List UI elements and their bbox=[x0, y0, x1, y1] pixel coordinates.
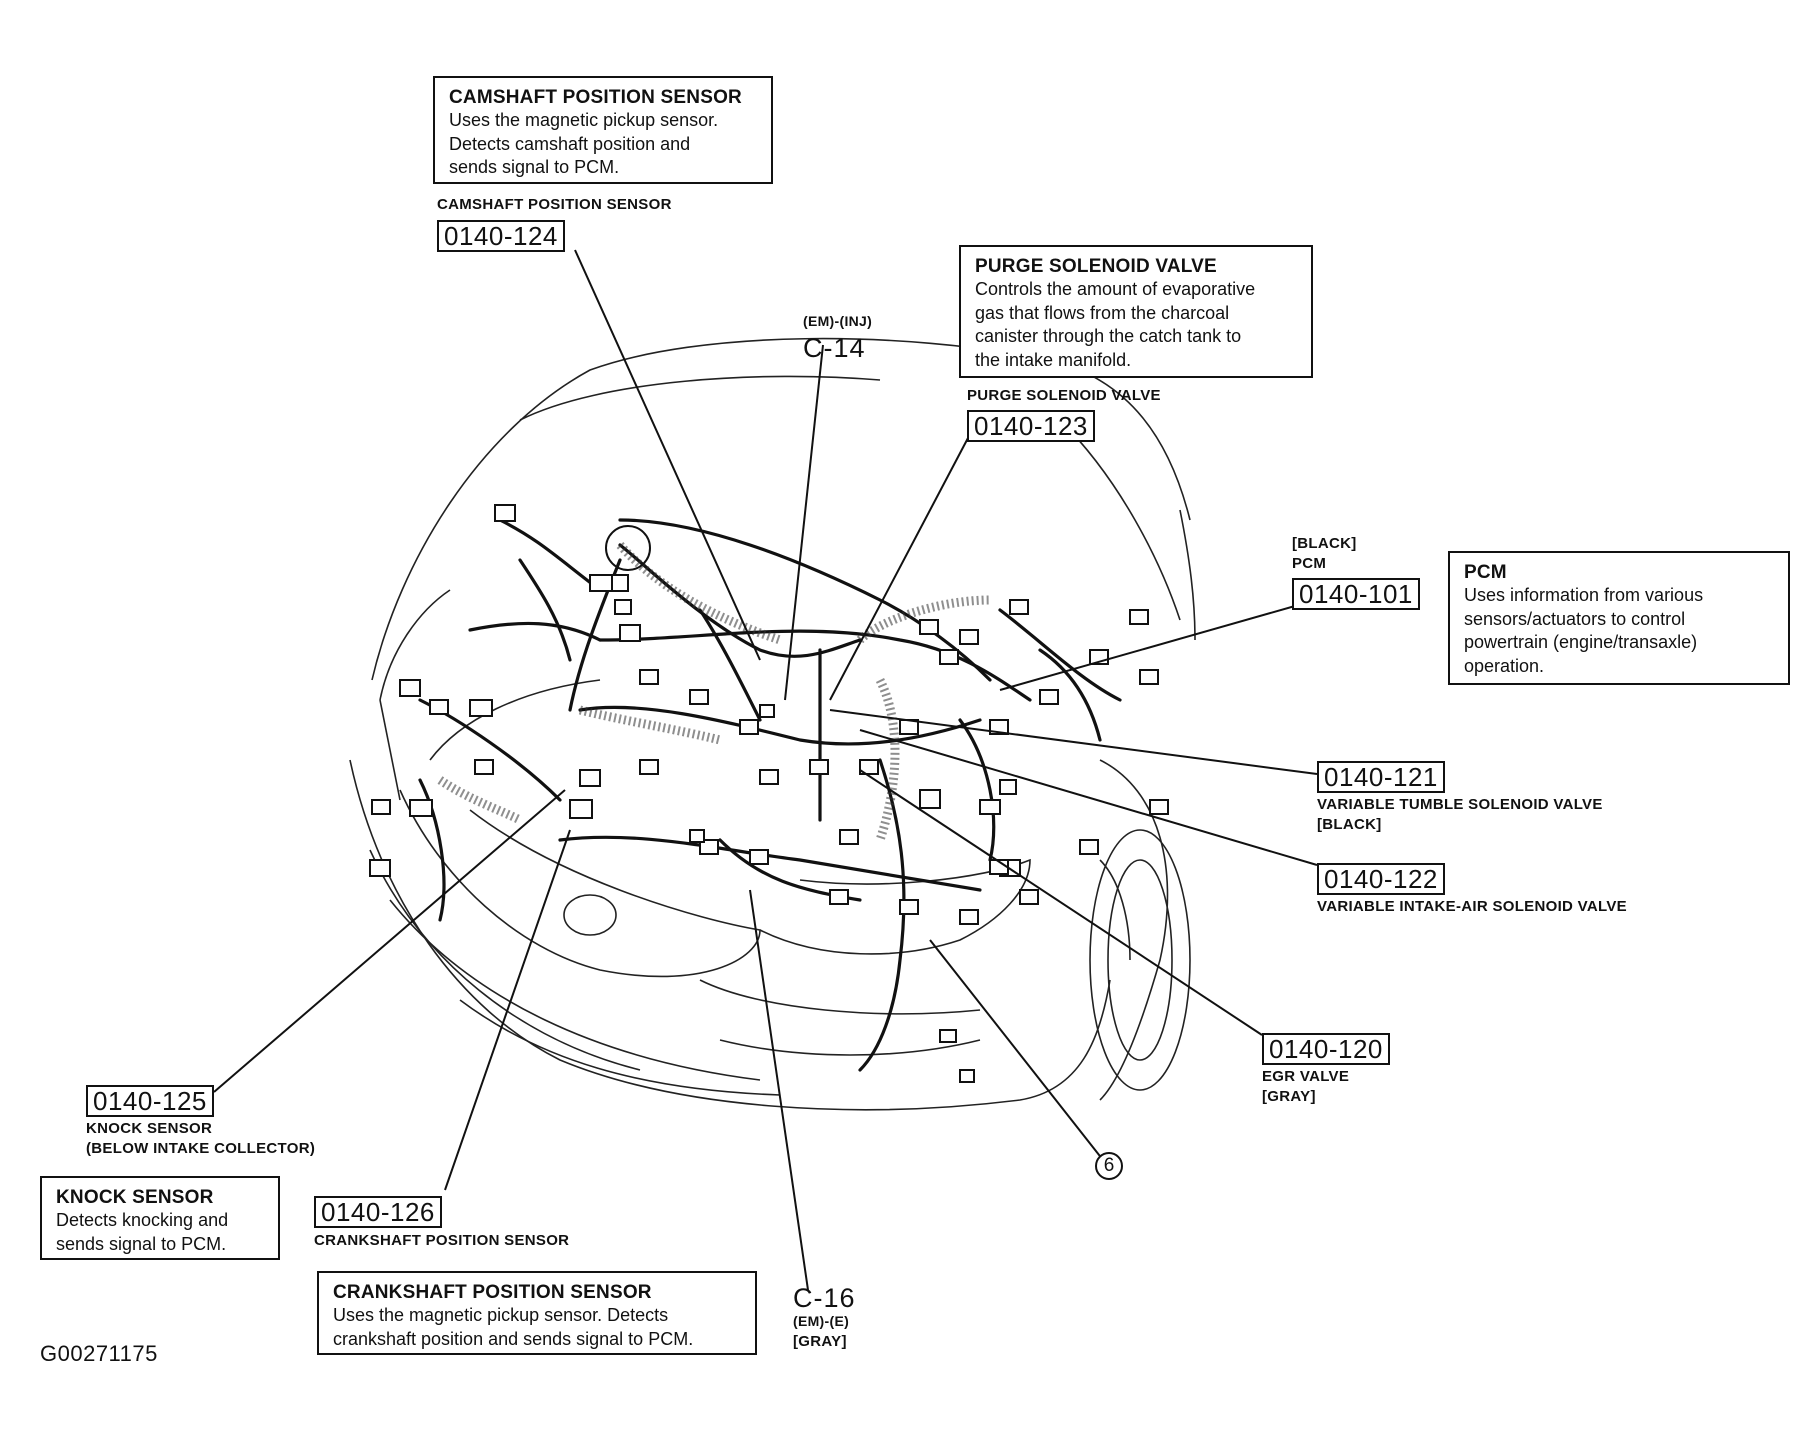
purge-description-line: canister through the catch tank to bbox=[975, 326, 1242, 346]
purge-description-line: the intake manifold. bbox=[975, 349, 1132, 370]
egr-part-number: 0140-120 bbox=[1262, 1033, 1390, 1065]
callout-number-6: 6 bbox=[1095, 1152, 1123, 1180]
pcm-name: PCM bbox=[1292, 555, 1327, 572]
knock-description-line: sends signal to PCM. bbox=[56, 1233, 227, 1254]
vtsv-color-note: [BLACK] bbox=[1317, 816, 1382, 833]
leader-c14 bbox=[784, 344, 824, 701]
crankshaft-description-box: CRANKSHAFT POSITION SENSOR Uses the magn… bbox=[317, 1271, 757, 1355]
pcm-description-box: PCM Uses information from various sensor… bbox=[1448, 551, 1790, 685]
crankshaft-description-line: crankshaft position and sends signal to … bbox=[333, 1328, 694, 1349]
leader-egr bbox=[859, 769, 1263, 1036]
pcm-part-number: 0140-101 bbox=[1292, 578, 1420, 610]
leader-c16 bbox=[749, 889, 809, 1291]
egr-color-note: [GRAY] bbox=[1262, 1088, 1316, 1105]
c16-connector-label: (EM)-(E) bbox=[793, 1313, 850, 1329]
c16-color-note: [GRAY] bbox=[793, 1333, 847, 1350]
purge-description-box: PURGE SOLENOID VALVE Controls the amount… bbox=[959, 245, 1313, 378]
knock-description-box: KNOCK SENSOR Detects knocking and sends … bbox=[40, 1176, 280, 1260]
leader-knock bbox=[213, 789, 566, 1093]
leader-camshaft bbox=[574, 249, 761, 661]
c16-connector-id: C-16 bbox=[793, 1283, 856, 1313]
leader-callout-6 bbox=[929, 939, 1104, 1161]
camshaft-description-title: CAMSHAFT POSITION SENSOR bbox=[449, 87, 742, 108]
pcm-color-note: [BLACK] bbox=[1292, 535, 1357, 552]
leader-pcm bbox=[999, 605, 1296, 691]
egr-name: EGR VALVE bbox=[1262, 1068, 1350, 1085]
leader-crankshaft bbox=[444, 829, 571, 1191]
knock-part-number: 0140-125 bbox=[86, 1085, 214, 1117]
purge-description-title: PURGE SOLENOID VALVE bbox=[975, 256, 1217, 277]
crank-part-number: 0140-126 bbox=[314, 1196, 442, 1228]
c14-connector-id: C-14 bbox=[803, 333, 866, 363]
vias-name: VARIABLE INTAKE-AIR SOLENOID VALVE bbox=[1317, 898, 1627, 915]
purge-part-number: 0140-123 bbox=[967, 410, 1095, 442]
pcm-description-line: sensors/actuators to control bbox=[1464, 608, 1686, 629]
knock-sensor-name: KNOCK SENSOR bbox=[86, 1120, 213, 1137]
knock-sensor-note: (BELOW INTAKE COLLECTOR) bbox=[86, 1140, 316, 1157]
vtsv-name: VARIABLE TUMBLE SOLENOID VALVE bbox=[1317, 796, 1603, 813]
camshaft-description-line: Detects camshaft position and bbox=[449, 133, 691, 154]
purge-description-line: gas that flows from the charcoal bbox=[975, 302, 1230, 323]
camshaft-sensor-name: CAMSHAFT POSITION SENSOR bbox=[437, 196, 672, 213]
leader-purge bbox=[829, 437, 969, 701]
vias-part-number: 0140-122 bbox=[1317, 863, 1445, 895]
camshaft-description-line: sends signal to PCM. bbox=[449, 157, 620, 177]
crankshaft-description-title: CRANKSHAFT POSITION SENSOR bbox=[333, 1282, 652, 1303]
leader-0140-121 bbox=[829, 709, 1318, 775]
pcm-description-title: PCM bbox=[1464, 562, 1507, 583]
knock-description-line: Detects knocking and bbox=[56, 1210, 229, 1230]
purge-valve-name: PURGE SOLENOID VALVE bbox=[967, 387, 1161, 404]
pcm-description-line: operation. bbox=[1464, 655, 1545, 676]
leader-0140-122 bbox=[859, 729, 1318, 866]
pcm-description-line: Uses information from various bbox=[1464, 585, 1704, 605]
knock-description-title: KNOCK SENSOR bbox=[56, 1187, 214, 1208]
c14-connector-label: (EM)-(INJ) bbox=[803, 313, 873, 329]
camshaft-part-number: 0140-124 bbox=[437, 220, 565, 252]
crank-sensor-name: CRANKSHAFT POSITION SENSOR bbox=[314, 1232, 570, 1249]
vtsv-part-number: 0140-121 bbox=[1317, 761, 1445, 793]
camshaft-description-line: Uses the magnetic pickup sensor. bbox=[449, 110, 719, 130]
purge-description-line: Controls the amount of evaporative bbox=[975, 279, 1256, 299]
figure-id: G00271175 bbox=[40, 1341, 158, 1366]
pcm-description-line: powertrain (engine/transaxle) bbox=[1464, 632, 1698, 652]
camshaft-description-box: CAMSHAFT POSITION SENSOR Uses the magnet… bbox=[433, 76, 773, 184]
crankshaft-description-line: Uses the magnetic pickup sensor. Detects bbox=[333, 1305, 669, 1325]
